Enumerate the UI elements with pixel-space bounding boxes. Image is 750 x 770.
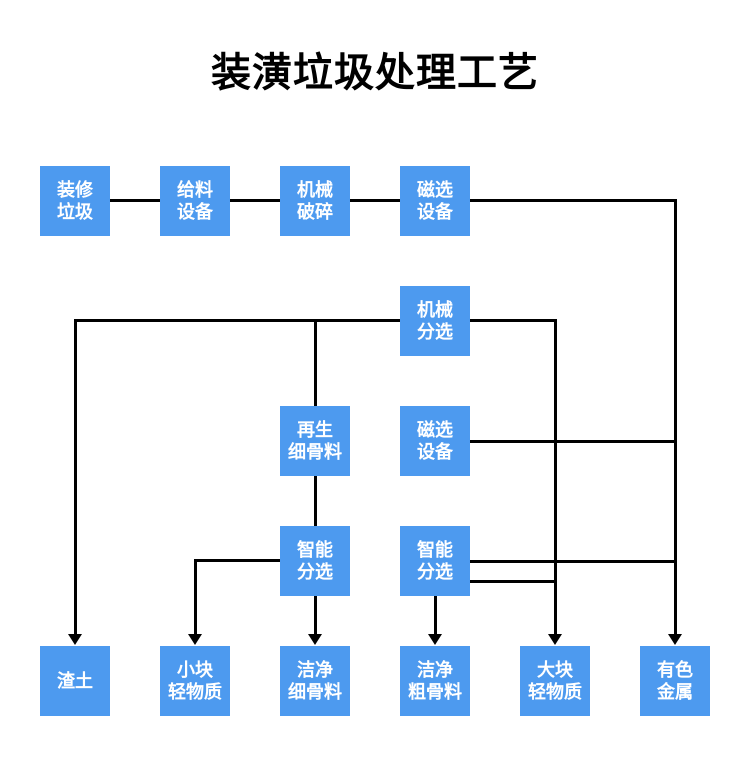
connector-posui-cixuan1 bbox=[350, 199, 400, 202]
node-label-line: 智能 bbox=[417, 540, 453, 560]
arrowhead-zhatu bbox=[68, 634, 82, 645]
node-label-line: 渣土 bbox=[57, 671, 93, 691]
node-label-line: 智能 bbox=[297, 540, 333, 560]
arrowhead-dakuai-qingwuzhi bbox=[548, 634, 562, 645]
page-title: 装潢垃圾处理工艺 bbox=[211, 51, 539, 95]
connector-zaisheng-zhineng1 bbox=[314, 476, 317, 526]
node-youse-jinshu: 有色 金属 bbox=[640, 646, 710, 716]
node-label-line: 机械 bbox=[297, 180, 333, 200]
node-label-line: 有色 bbox=[657, 660, 693, 680]
connector-zhineng2-right-lower bbox=[470, 580, 557, 583]
node-label-line: 细骨料 bbox=[288, 442, 342, 462]
node-zhineng-fenxuan-1: 智能 分选 bbox=[280, 526, 350, 596]
node-zhuangxiu-laji: 装修 垃圾 bbox=[40, 166, 110, 236]
node-label-line: 垃圾 bbox=[57, 202, 93, 222]
connector-down-jiejing-xiguliao bbox=[314, 596, 317, 636]
node-label-line: 分选 bbox=[297, 562, 333, 582]
node-zhatu: 渣土 bbox=[40, 646, 110, 716]
node-label-line: 再生 bbox=[297, 420, 333, 440]
connector-cixuan2-right bbox=[470, 440, 677, 443]
node-label-line: 机械 bbox=[417, 300, 453, 320]
arrowhead-jiejing-xiguliao bbox=[308, 634, 322, 645]
node-label-line: 洁净 bbox=[297, 660, 333, 680]
connector-jixiefenxuan-right bbox=[470, 319, 557, 322]
node-label-line: 轻物质 bbox=[168, 682, 222, 702]
node-jiejing-xiguliao: 洁净 细骨料 bbox=[280, 646, 350, 716]
node-label-line: 破碎 bbox=[297, 202, 333, 222]
node-cixuan-shebei-2: 磁选 设备 bbox=[400, 406, 470, 476]
connector-zhineng1-left bbox=[194, 559, 280, 562]
node-label-line: 磁选 bbox=[417, 180, 453, 200]
node-dakuai-qingwuzhi: 大块 轻物质 bbox=[520, 646, 590, 716]
connector-down-jiejing-cuguliao bbox=[434, 596, 437, 636]
arrowhead-youse-jinshu bbox=[668, 634, 682, 645]
node-jixie-posui: 机械 破碎 bbox=[280, 166, 350, 236]
arrowhead-jiejing-cuguliao bbox=[428, 634, 442, 645]
node-jiejing-cuguliao: 洁净 粗骨料 bbox=[400, 646, 470, 716]
node-label-line: 轻物质 bbox=[528, 682, 582, 702]
node-label-line: 设备 bbox=[417, 202, 453, 222]
connector-down-xiaokuai bbox=[194, 559, 197, 636]
node-label-line: 细骨料 bbox=[288, 682, 342, 702]
node-zhineng-fenxuan-2: 智能 分选 bbox=[400, 526, 470, 596]
node-geiliao-shebei: 给料 设备 bbox=[160, 166, 230, 236]
node-label-line: 分选 bbox=[417, 562, 453, 582]
node-zaisheng-xiguliao: 再生 细骨料 bbox=[280, 406, 350, 476]
node-label-line: 大块 bbox=[537, 660, 573, 680]
node-label-line: 装修 bbox=[57, 180, 93, 200]
node-label-line: 给料 bbox=[177, 180, 213, 200]
node-label-line: 磁选 bbox=[417, 420, 453, 440]
connector-zhuangxiu-geiliao bbox=[110, 199, 160, 202]
arrowhead-xiaokuai-qingwuzhi bbox=[188, 634, 202, 645]
connector-geiliao-posui bbox=[230, 199, 280, 202]
connector-cixuan1-right bbox=[470, 199, 677, 202]
connector-trunk-dakuai bbox=[554, 319, 557, 636]
node-label-line: 设备 bbox=[177, 202, 213, 222]
node-xiaokuai-qingwuzhi: 小块 轻物质 bbox=[160, 646, 230, 716]
node-label-line: 分选 bbox=[417, 322, 453, 342]
node-label-line: 金属 bbox=[657, 682, 693, 702]
connector-trunk-youse-jinshu bbox=[674, 199, 677, 636]
node-label-line: 粗骨料 bbox=[408, 682, 462, 702]
node-cixuan-shebei-1: 磁选 设备 bbox=[400, 166, 470, 236]
connector-zhineng2-right-upper bbox=[470, 560, 677, 563]
connector-jixiefenxuan-left bbox=[74, 319, 400, 322]
connector-down-zaisheng bbox=[314, 319, 317, 406]
node-jixie-fenxuan: 机械 分选 bbox=[400, 286, 470, 356]
node-label-line: 设备 bbox=[417, 442, 453, 462]
connector-down-zhatu bbox=[74, 319, 77, 636]
node-label-line: 洁净 bbox=[417, 660, 453, 680]
node-label-line: 小块 bbox=[177, 660, 213, 680]
